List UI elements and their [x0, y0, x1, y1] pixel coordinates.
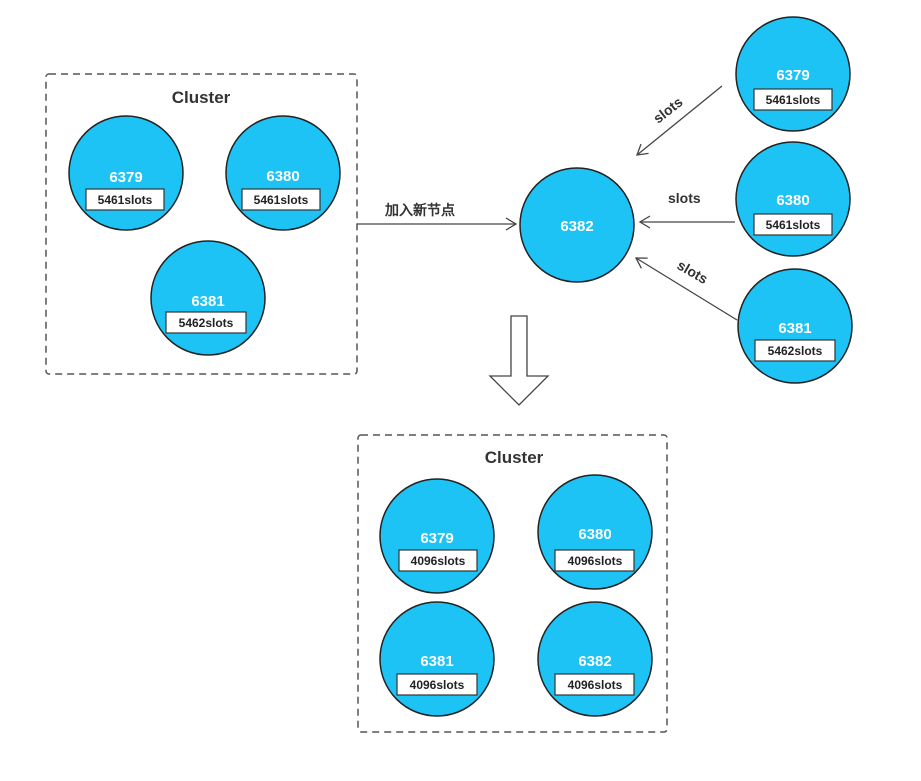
slot-box: [554, 673, 635, 696]
slots-arrow-label: slots: [650, 94, 686, 127]
slot-box: [165, 311, 247, 334]
node-slots: 5461slots: [766, 93, 821, 107]
node-port: 6382: [578, 653, 611, 670]
bottom-cluster: Cluster 6379 4096slots 6380 4096slots 63…: [357, 434, 668, 733]
slot-box: [396, 673, 478, 696]
node-port: 6379: [420, 530, 453, 547]
node-slots: 4096slots: [568, 554, 623, 568]
slot-box: [753, 213, 833, 236]
node-slots: 5462slots: [768, 344, 823, 358]
node-6380-top: 6380 5461slots: [225, 115, 341, 231]
slot-box: [398, 549, 478, 572]
slot-box: [241, 188, 321, 211]
bottom-cluster-border: [357, 434, 668, 733]
node-slots: 4096slots: [410, 678, 465, 692]
slot-box: [754, 339, 836, 362]
node-port: 6380: [776, 192, 809, 209]
add-node-arrow: 加入新节点: [357, 202, 518, 231]
node-port: 6381: [420, 653, 453, 670]
node-slots: 5461slots: [766, 218, 821, 232]
slots-arrow-line: [636, 85, 723, 156]
top-cluster: Cluster 6379 5461slots 6380 5461slots 63…: [45, 73, 358, 375]
down-arrow-icon: [488, 315, 550, 406]
node-port: 6379: [776, 67, 809, 84]
node-port: 6379: [109, 169, 142, 186]
node-6382-bottom: 6382 4096slots: [537, 601, 653, 717]
node-port: 6381: [191, 293, 224, 310]
add-node-label: 加入新节点: [384, 202, 455, 218]
node-port: 6380: [578, 526, 611, 543]
node-6379-top: 6379 5461slots: [68, 115, 184, 231]
slots-arrow-label: slots: [668, 190, 701, 206]
node-6381-top: 6381 5462slots: [150, 240, 266, 356]
node-6379-bottom: 6379 4096slots: [379, 478, 495, 594]
node-port: 6382: [560, 218, 593, 235]
top-cluster-title: Cluster: [172, 88, 231, 107]
node-slots: 5461slots: [254, 193, 309, 207]
node-port: 6381: [778, 320, 811, 337]
source-node-6381: 6381 5462slots: [737, 268, 853, 384]
node-6380-bottom: 6380 4096slots: [537, 474, 653, 590]
new-node-6382: 6382: [519, 167, 635, 283]
node-6381-bottom: 6381 4096slots: [379, 601, 495, 717]
slots-arrow-line: [634, 257, 738, 321]
slots-arrow-label: slots: [675, 257, 711, 287]
node-port: 6380: [266, 168, 299, 185]
slots-arrow-from-6381: slots: [634, 257, 738, 321]
slots-arrow-from-6380: slots: [638, 190, 735, 229]
node-circle: [519, 167, 635, 283]
node-slots: 5461slots: [98, 193, 153, 207]
source-node-6380: 6380 5461slots: [735, 141, 851, 257]
node-slots: 4096slots: [568, 678, 623, 692]
source-node-6379: 6379 5461slots: [735, 16, 851, 132]
slots-arrow-from-6379: slots: [636, 85, 723, 156]
slot-box: [753, 88, 833, 111]
slot-box: [85, 188, 165, 211]
bottom-cluster-title: Cluster: [485, 448, 544, 467]
node-slots: 4096slots: [411, 554, 466, 568]
slot-box: [554, 549, 635, 572]
node-slots: 5462slots: [179, 316, 234, 330]
